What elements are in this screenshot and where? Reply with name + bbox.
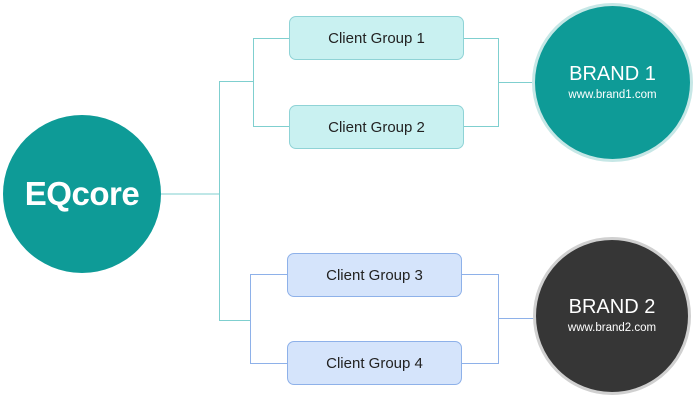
client-group-2-label: Client Group 2 [328,118,425,136]
brand-2-circle: BRAND 2 www.brand2.com [533,237,691,395]
eqcore-logo-word: core [71,175,140,212]
brand-2-url: www.brand2.com [567,322,657,334]
client-group-3-label: Client Group 3 [326,266,423,284]
brand-2-name: BRAND 2 [568,296,656,318]
client-group-3-box: Client Group 3 [287,253,462,297]
brand-1-url: www.brand1.com [568,88,657,101]
brand-1-name: BRAND 1 [569,62,656,85]
brand-1-circle: BRAND 1 www.brand1.com [532,3,693,162]
client-group-4-label: Client Group 4 [326,354,423,372]
client-group-1-box: Client Group 1 [289,16,464,60]
client-group-4-box: Client Group 4 [287,341,462,385]
client-group-1-label: Client Group 1 [328,29,425,47]
client-group-2-box: Client Group 2 [289,105,464,149]
eqcore-logo-mark: EQ [24,175,72,212]
